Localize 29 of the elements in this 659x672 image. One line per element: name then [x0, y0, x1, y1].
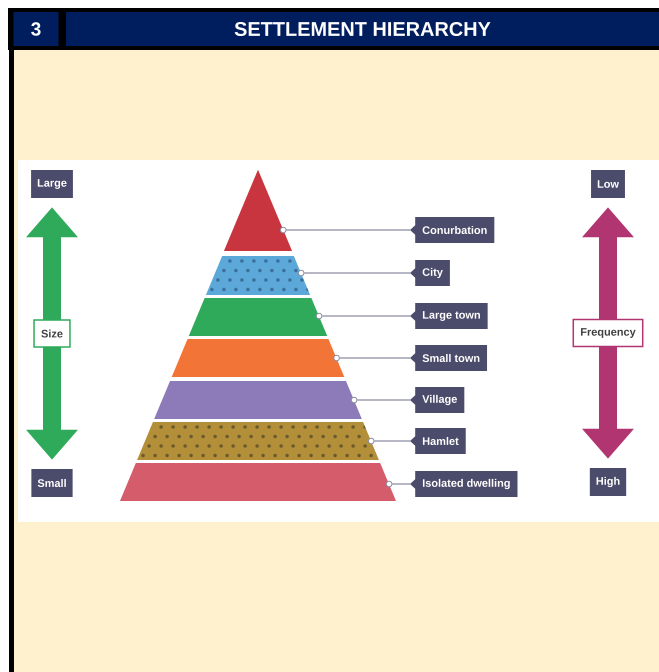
- pyramid-layer: [188, 298, 328, 336]
- label-box: Conurbation: [410, 217, 494, 243]
- leader-line: [286, 229, 410, 231]
- scale-end-box: Small: [31, 469, 73, 497]
- leader-line: [374, 440, 410, 442]
- pyramid-layer: [154, 381, 362, 419]
- scale-end-box: Large: [31, 170, 73, 198]
- section-number: 3: [14, 12, 58, 46]
- scale-end-box: High: [590, 468, 626, 496]
- leader-line: [392, 483, 410, 485]
- edge-label: Size: [33, 319, 71, 348]
- label-box: City: [410, 260, 450, 286]
- leader-line: [357, 399, 410, 401]
- edge-label: Frequency: [572, 318, 644, 348]
- title-bar: SETTLEMENT HIERARCHY: [66, 12, 659, 46]
- leader-line: [304, 272, 410, 274]
- pyramid-layer: [172, 339, 344, 377]
- label-box: Hamlet: [410, 428, 466, 454]
- pyramid-layer: [224, 170, 292, 251]
- label-box: Large town: [410, 303, 488, 329]
- pyramid-layer: [120, 463, 396, 501]
- label-box: Small town: [410, 345, 488, 371]
- label-box: Village: [410, 387, 464, 413]
- pyramid-layer: [206, 256, 310, 295]
- scale-end-box: Low: [591, 170, 625, 198]
- pyramid-layer: [137, 422, 379, 460]
- label-box: Isolated dwelling: [410, 471, 518, 497]
- leader-line: [322, 315, 410, 317]
- leader-line: [340, 357, 410, 359]
